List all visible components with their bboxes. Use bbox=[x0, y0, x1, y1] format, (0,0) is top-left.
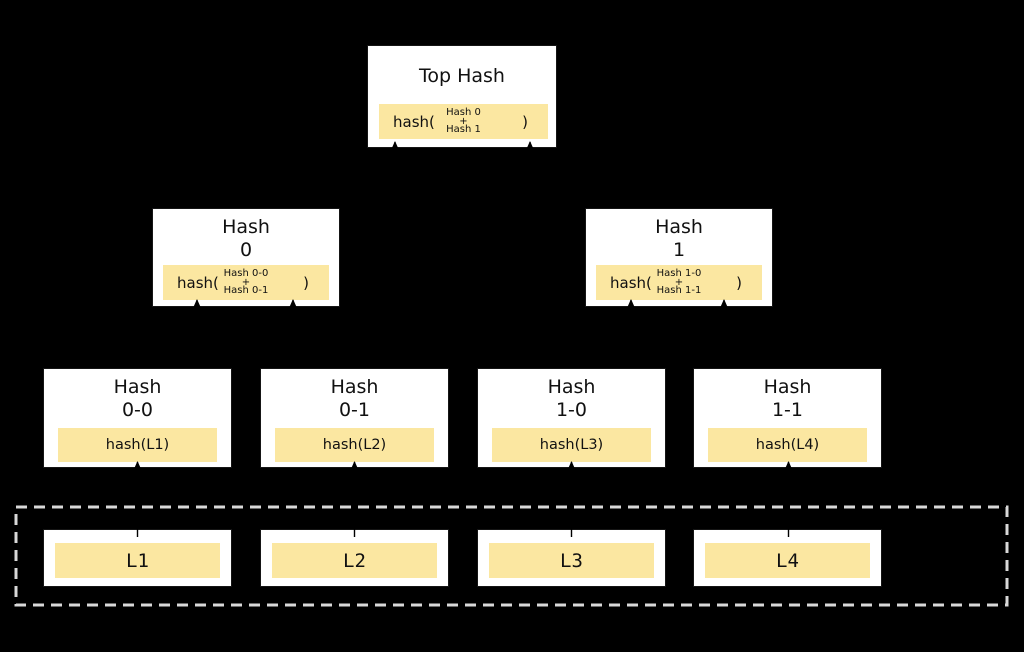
node-hash-1-1: Hash 1-1 hash(L4) bbox=[693, 368, 882, 468]
hash-func-close: ) bbox=[303, 273, 309, 292]
node-title: Hash 0-0 bbox=[44, 369, 231, 422]
node-title: Hash 1-0 bbox=[478, 369, 665, 422]
edge-hash01-to-hash0 bbox=[289, 299, 356, 365]
hash-operands: Hash 0-0 + Hash 0-1 bbox=[224, 269, 269, 296]
node-top-hash: Top Hash hash( Hash 0 + Hash 1 ) bbox=[367, 45, 557, 148]
operand-bottom: Hash 0-1 bbox=[223, 285, 269, 296]
data-block-l2: L2 bbox=[260, 529, 449, 587]
edge-hash11-to-hash1 bbox=[720, 299, 790, 365]
node-hash-1: Hash 1 hash( Hash 1-0 + Hash 1-1 ) bbox=[585, 208, 773, 307]
hash-expression: hash( Hash 0 + Hash 1 ) bbox=[379, 104, 548, 139]
data-block-label: L2 bbox=[272, 543, 437, 578]
operand-bottom: Hash 1 bbox=[446, 124, 481, 135]
hash-operands: Hash 0 + Hash 1 bbox=[446, 108, 481, 135]
hash-label: hash(L4) bbox=[708, 428, 867, 462]
data-block-label: L1 bbox=[55, 543, 220, 578]
operand-top: Hash 0-0 bbox=[223, 268, 269, 279]
node-title: Hash 0-1 bbox=[261, 369, 448, 422]
data-block-label: L4 bbox=[705, 543, 870, 578]
node-title: Hash 1 bbox=[586, 209, 772, 262]
operand-top: Hash 1-0 bbox=[656, 268, 702, 279]
title-line-1: Hash bbox=[547, 376, 596, 398]
title-line-1: Hash bbox=[763, 376, 812, 398]
data-block-l1: L1 bbox=[43, 529, 232, 587]
title-line-1: Hash bbox=[655, 216, 703, 238]
hash-label: hash(L1) bbox=[58, 428, 217, 462]
title-line-1: Hash bbox=[222, 216, 270, 238]
node-title: Top Hash bbox=[419, 65, 505, 87]
hash-operands: Hash 1-0 + Hash 1-1 bbox=[657, 269, 702, 296]
node-title: Hash 1-1 bbox=[694, 369, 881, 422]
node-title: Hash 0 bbox=[153, 209, 339, 262]
node-hash-0: Hash 0 hash( Hash 0-0 + Hash 0-1 ) bbox=[152, 208, 340, 307]
title-line-2: 0-1 bbox=[338, 399, 371, 421]
hash-func-open: hash( bbox=[610, 273, 652, 292]
hash-expression: hash( Hash 1-0 + Hash 1-1 ) bbox=[596, 265, 762, 300]
title-line-2: 1 bbox=[672, 239, 686, 261]
edge-hash10-to-hash1 bbox=[570, 299, 635, 365]
title-line-2: 0 bbox=[239, 239, 253, 261]
plus-operator: + bbox=[674, 277, 684, 288]
hash-func-close: ) bbox=[522, 112, 528, 131]
node-hash-0-1: Hash 0-1 hash(L2) bbox=[260, 368, 449, 468]
hash-expression: hash( Hash 0-0 + Hash 0-1 ) bbox=[163, 265, 329, 300]
hash-func-open: hash( bbox=[393, 112, 435, 131]
data-block-label: L3 bbox=[489, 543, 654, 578]
hash-label: hash(L3) bbox=[492, 428, 651, 462]
title-line-1: Hash bbox=[330, 376, 379, 398]
hash-func-close: ) bbox=[736, 273, 742, 292]
title-line-2: 0-0 bbox=[121, 399, 154, 421]
data-block-l3: L3 bbox=[477, 529, 666, 587]
title-line-2: 1-1 bbox=[771, 399, 804, 421]
title-line-1: Hash bbox=[113, 376, 162, 398]
plus-operator: + bbox=[459, 116, 468, 127]
edge-hash1-to-tophash bbox=[526, 141, 680, 204]
title-line-2: 1-0 bbox=[555, 399, 588, 421]
edge-hash0-to-tophash bbox=[245, 141, 399, 204]
hash-label: hash(L2) bbox=[275, 428, 434, 462]
data-block-l4: L4 bbox=[693, 529, 882, 587]
plus-operator: + bbox=[241, 277, 251, 288]
operand-top: Hash 0 bbox=[446, 107, 481, 118]
node-hash-1-0: Hash 1-0 hash(L3) bbox=[477, 368, 666, 468]
operand-bottom: Hash 1-1 bbox=[656, 285, 702, 296]
edge-hash00-to-hash0 bbox=[136, 299, 201, 365]
hash-func-open: hash( bbox=[177, 273, 219, 292]
node-hash-0-0: Hash 0-0 hash(L1) bbox=[43, 368, 232, 468]
